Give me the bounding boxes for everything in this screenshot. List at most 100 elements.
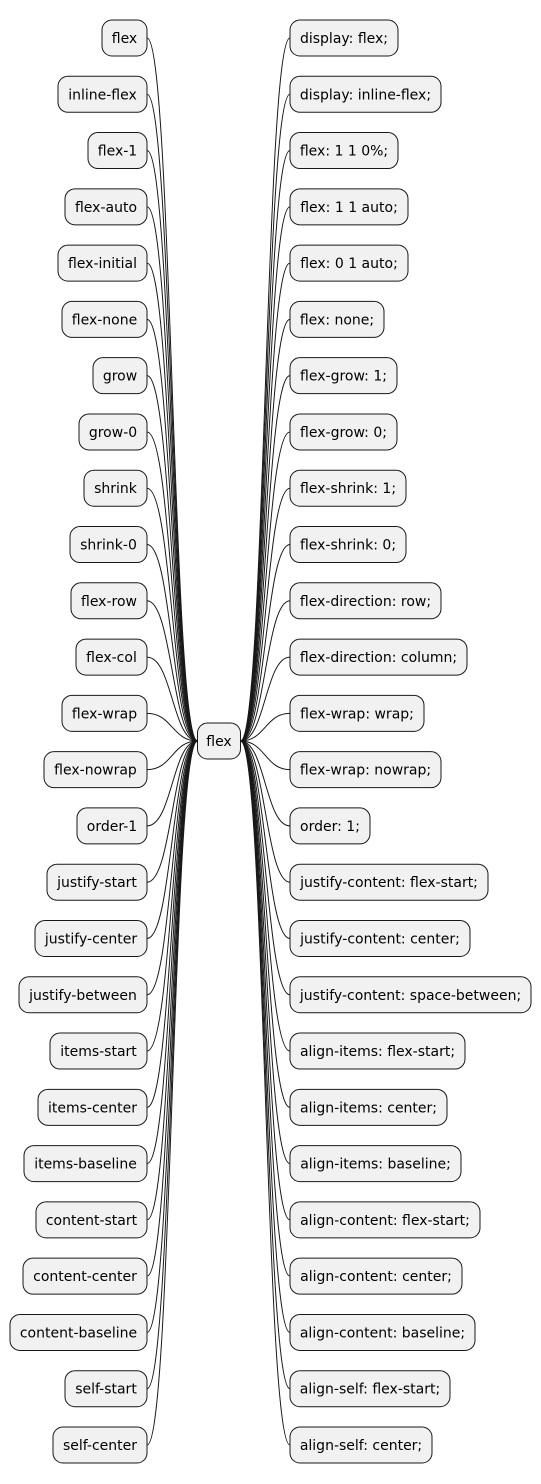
right-node-box — [289, 919, 471, 957]
left-node-label: self-center — [63, 1438, 137, 1454]
right-node-label: flex-grow: 0; — [300, 425, 387, 441]
left-node-label: items-start — [60, 1044, 137, 1060]
left-node-box — [61, 694, 148, 732]
left-connector — [146, 150, 198, 742]
right-node-box — [289, 1313, 476, 1351]
left-node: items-start — [49, 1032, 148, 1070]
right-node-label: order: 1; — [300, 819, 360, 835]
right-node-label: flex-shrink: 1; — [300, 481, 396, 497]
right-node-box — [289, 1201, 481, 1239]
right-node-box — [289, 1032, 466, 1070]
right-connector — [240, 740, 291, 1108]
left-node: justify-between — [18, 976, 148, 1014]
right-connector — [240, 740, 291, 1333]
right-connector — [240, 740, 291, 1446]
right-node-label: flex-direction: column; — [300, 650, 457, 666]
left-connector — [146, 740, 198, 883]
right-node-label: align-content: center; — [300, 1269, 452, 1285]
right-node-label: flex: none; — [300, 312, 374, 328]
right-connector — [240, 740, 291, 883]
right-node-label: align-items: flex-start; — [300, 1044, 455, 1060]
right-node-label: align-self: flex-start; — [300, 1382, 440, 1398]
left-connector — [146, 206, 198, 742]
left-node-box — [34, 919, 148, 957]
left-node-label: justify-between — [28, 988, 137, 1004]
right-node-box — [289, 638, 468, 676]
left-node-box — [61, 300, 148, 338]
left-connector — [146, 544, 198, 742]
right-node: align-content: baseline; — [289, 1313, 476, 1351]
left-connector — [146, 740, 198, 771]
left-connector — [146, 656, 198, 742]
left-node: flex-1 — [87, 132, 148, 170]
right-node-label: flex-direction: row; — [300, 594, 431, 610]
left-node-box — [64, 188, 148, 226]
right-connector — [240, 740, 291, 1221]
left-node: grow-0 — [78, 413, 148, 451]
right-connector — [240, 740, 291, 939]
right-connector — [240, 740, 291, 1277]
right-node: justify-content: space-between; — [289, 976, 532, 1014]
left-node-box — [64, 1370, 148, 1408]
left-node-label: inline-flex — [68, 87, 137, 103]
left-connector — [146, 600, 198, 742]
left-node-box — [69, 526, 148, 564]
right-node: flex-direction: row; — [289, 582, 442, 620]
left-node-label: items-center — [48, 1100, 137, 1116]
right-node-box — [289, 188, 409, 226]
right-node: align-items: center; — [289, 1088, 448, 1126]
left-node: flex-row — [70, 582, 148, 620]
left-node-box — [92, 357, 148, 395]
right-node-label: flex-shrink: 0; — [300, 538, 396, 554]
right-node-box — [289, 300, 385, 338]
right-node: flex-shrink: 1; — [289, 469, 407, 507]
left-connector — [146, 712, 198, 742]
right-node-box — [289, 1145, 462, 1183]
left-node-label: flex-wrap — [72, 706, 137, 722]
left-connector — [146, 740, 198, 827]
left-node-label: content-baseline — [20, 1325, 137, 1341]
left-node-label: self-start — [75, 1382, 137, 1398]
right-node-label: justify-content: flex-start; — [299, 875, 478, 891]
right-node: flex-wrap: nowrap; — [289, 751, 442, 789]
left-node: flex-nowrap — [43, 751, 148, 789]
right-node-box — [289, 132, 399, 170]
left-node-label: shrink-0 — [80, 538, 137, 554]
right-node: flex: none; — [289, 300, 385, 338]
left-node-box — [46, 863, 148, 901]
left-node-box — [76, 807, 148, 845]
right-node: flex-grow: 0; — [289, 413, 398, 451]
left-node: flex — [101, 19, 148, 57]
right-node-box — [289, 1257, 463, 1295]
right-node-box — [289, 976, 532, 1014]
right-node-box — [289, 1426, 433, 1464]
right-node-label: align-items: center; — [300, 1100, 437, 1116]
right-connector — [240, 318, 291, 742]
right-node-box — [289, 582, 442, 620]
right-node-label: justify-content: center; — [299, 931, 460, 947]
right-node-label: flex-wrap: wrap; — [300, 706, 414, 722]
right-node: display: flex; — [289, 19, 399, 57]
left-node-label: flex-row — [81, 594, 137, 610]
left-node-box — [37, 1088, 148, 1126]
left-node-box — [57, 75, 148, 113]
right-node: flex: 1 1 auto; — [289, 188, 409, 226]
left-connector — [146, 740, 198, 1277]
left-connector — [146, 431, 198, 742]
left-node-label: grow — [103, 369, 137, 385]
left-connector — [146, 740, 198, 1446]
right-node-label: align-items: baseline; — [300, 1157, 451, 1173]
root-node: flex — [197, 722, 241, 760]
right-connector — [240, 600, 291, 742]
left-node-label: grow-0 — [89, 425, 137, 441]
left-node-box — [87, 132, 148, 170]
left-node-box — [101, 19, 148, 57]
left-node: shrink — [83, 469, 148, 507]
left-node-label: content-center — [33, 1269, 137, 1285]
right-node-box — [289, 75, 442, 113]
left-node-box — [49, 1032, 148, 1070]
left-node-label: shrink — [94, 481, 138, 497]
right-node-label: flex-grow: 1; — [300, 369, 387, 385]
left-node: flex-initial — [57, 244, 148, 282]
right-connector — [240, 487, 291, 742]
